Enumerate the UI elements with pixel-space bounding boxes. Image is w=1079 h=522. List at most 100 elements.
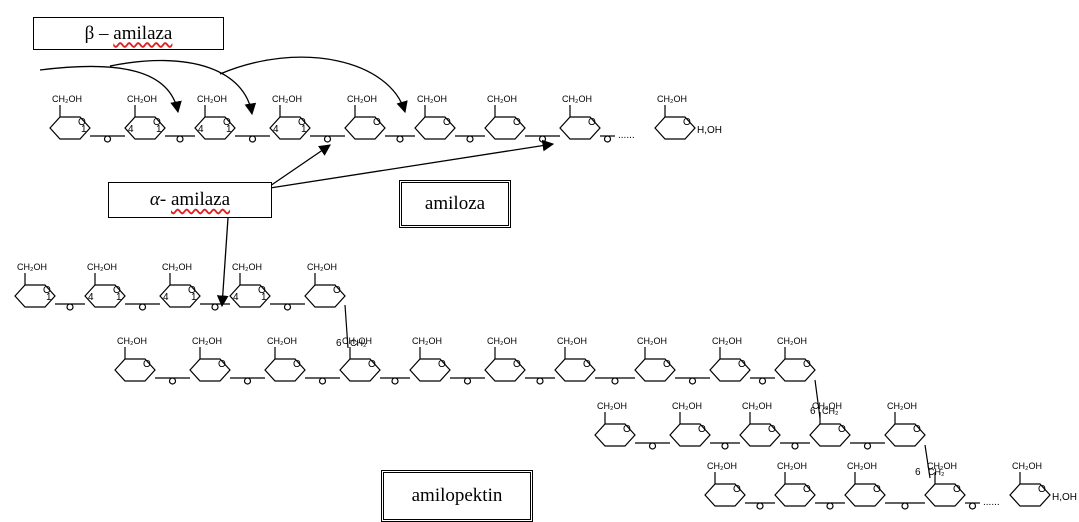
carbon-4-label: 4 (273, 124, 279, 135)
ring-oxygen-label: O (43, 285, 51, 296)
glycosidic-oxygen (66, 303, 74, 311)
alpha-arrow-amylose-2 (269, 139, 555, 189)
ring-oxygen-label: O (1038, 484, 1046, 495)
ch2oh-label: CH₂OH (117, 336, 147, 346)
glycosidic-oxygen (826, 502, 834, 510)
glycosidic-oxygen (318, 377, 327, 385)
carbon-1-label: 1 (116, 292, 122, 303)
ch2oh-label: CH₂OH (487, 94, 517, 104)
ring-oxygen-label: O (218, 359, 226, 370)
glycosidic-oxygen (323, 135, 332, 143)
ch2oh-label: CH₂OH (672, 401, 702, 411)
glycosidic-oxygen (283, 303, 292, 311)
ring-oxygen-label: O (768, 424, 776, 435)
ch2oh-label: CH₂OH (307, 262, 337, 272)
ch2oh-label: CH₂OH (267, 336, 297, 346)
carbon-4-label: 4 (163, 292, 169, 303)
beta-arrow-1 (39, 65, 182, 114)
ring-oxygen-label: O (683, 117, 691, 128)
alpha-arrow-amylose-1 (269, 144, 331, 187)
glycosidic-oxygen (391, 377, 399, 385)
carbon-6-label: 6 (810, 406, 816, 417)
branch-bond (924, 444, 931, 479)
ch2oh-label: CH₂OH (927, 461, 957, 471)
glycosidic-oxygen (211, 303, 219, 311)
glycosidic-oxygen (791, 442, 799, 450)
ch2-label: CH₂ (350, 338, 367, 348)
ch2oh-label: CH₂OH (712, 336, 742, 346)
carbon-1-label: 1 (261, 292, 267, 303)
glycosidic-oxygen (603, 135, 612, 143)
ring-oxygen-label: O (113, 285, 121, 296)
glycosidic-oxygen (688, 377, 697, 385)
beta-arrow-2 (109, 59, 257, 116)
ring-oxygen-label: O (443, 117, 451, 128)
carbon-1-label: 1 (301, 124, 307, 135)
ch2oh-label: CH₂OH (562, 94, 592, 104)
ch2oh-label: CH₂OH (412, 336, 442, 346)
ch2oh-label: CH₂OH (342, 336, 372, 346)
ring-oxygen-label: O (293, 359, 301, 370)
carbon-4-label: 4 (198, 124, 204, 135)
beta-prefix: β – (84, 22, 114, 44)
alpha-amylase-label: α- amilaza (108, 182, 272, 218)
ch2oh-label: CH₂OH (87, 262, 117, 272)
glycosidic-oxygen (168, 377, 177, 385)
ch2oh-label: CH₂OH (742, 401, 772, 411)
beta-word: amilaza (113, 22, 173, 44)
ch2oh-label: CH₂OH (847, 461, 877, 471)
ring-oxygen-label: O (663, 359, 671, 370)
carbon-1-label: 1 (226, 124, 232, 135)
glycosidic-oxygen (901, 502, 909, 510)
beta-amylase-label: β – amilaza (33, 17, 224, 50)
ring-oxygen-label: O (333, 285, 341, 296)
glycosidic-oxygen (463, 377, 472, 385)
ch2-label: CH₂ (928, 467, 945, 477)
glycosidic-oxygen (138, 303, 147, 311)
carbon-1-label: 1 (46, 292, 52, 303)
glycosidic-oxygen (396, 135, 404, 143)
ring-oxygen-label: O (733, 484, 741, 495)
ch2oh-label: CH₂OH (557, 336, 587, 346)
ch2oh-label: CH₂OH (597, 401, 627, 411)
ring-oxygen-label: O (438, 359, 446, 370)
ring-oxygen-label: O (258, 285, 266, 296)
beta-arrow-3 (219, 56, 408, 114)
ch2oh-label: CH₂OH (707, 461, 737, 471)
glycosidic-oxygen (536, 377, 544, 385)
amylose-label: amiloza (399, 180, 511, 228)
ring-oxygen-label: O (373, 117, 381, 128)
ch2oh-label: CH₂OH (887, 401, 917, 411)
ch2-label: CH₂ (822, 406, 839, 416)
glycosidic-oxygen (648, 442, 657, 450)
chain-continuation-dots: ...... (618, 130, 635, 141)
alpha-word: amilaza (170, 189, 231, 210)
ring-oxygen-label: O (583, 359, 591, 370)
amylopectin-text: amilopektin (411, 485, 503, 506)
glycosidic-oxygen (538, 135, 547, 143)
ring-oxygen-label: O (223, 117, 231, 128)
ring-oxygen-label: O (188, 285, 196, 296)
branch-bond (344, 304, 349, 349)
branch-bond (814, 379, 821, 419)
ring-oxygen-label: O (78, 117, 86, 128)
ch2oh-label: CH₂OH (777, 336, 807, 346)
ch2oh-label: CH₂OH (192, 336, 222, 346)
ring-oxygen-label: O (803, 484, 811, 495)
ring-oxygen-label: O (143, 359, 151, 370)
amylose-text: amiloza (424, 193, 486, 214)
ch2oh-label: CH₂OH (127, 94, 157, 104)
ch2oh-label: CH₂OH (657, 94, 687, 104)
carbon-6-label: 6 (336, 338, 342, 349)
ring-oxygen-label: O (698, 424, 706, 435)
ring-oxygen-label: O (513, 117, 521, 128)
carbon-6-label: 6 (915, 467, 921, 478)
carbon-4-label: 4 (233, 292, 239, 303)
ch2oh-label: CH₂OH (162, 262, 192, 272)
amylopectin-label: amilopektin (381, 470, 533, 522)
glycosidic-oxygen (611, 377, 619, 385)
enzyme-arrows (39, 56, 555, 308)
ch2oh-label: CH₂OH (347, 94, 377, 104)
